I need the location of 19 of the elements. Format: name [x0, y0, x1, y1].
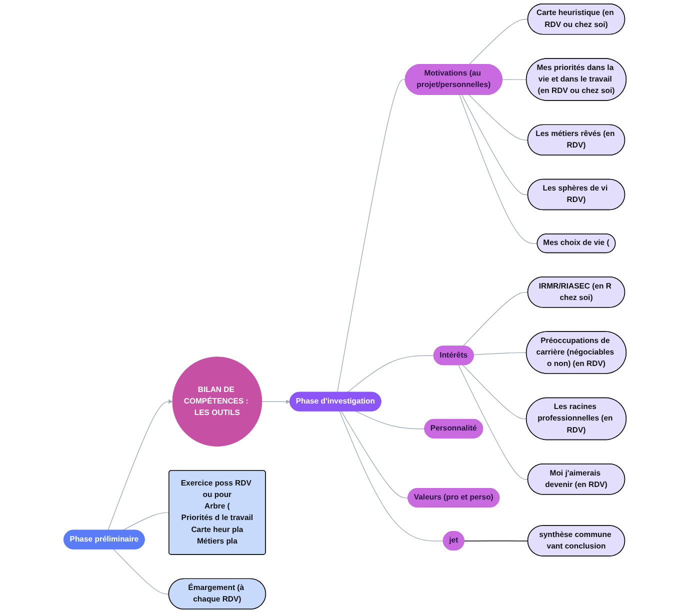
arrow — [262, 400, 290, 404]
connector — [468, 18, 528, 65]
connector — [462, 292, 528, 347]
connector — [462, 94, 528, 196]
connector — [458, 364, 528, 480]
connector — [464, 540, 528, 542]
connector — [336, 79, 406, 393]
connector — [355, 410, 426, 430]
connector — [468, 94, 528, 140]
connector — [339, 410, 444, 542]
connector — [113, 548, 170, 595]
connector — [459, 94, 538, 244]
connector — [347, 355, 434, 393]
connector — [473, 352, 527, 356]
connector — [462, 364, 527, 420]
connector — [122, 512, 170, 531]
connector — [340, 410, 409, 498]
connector — [502, 79, 527, 80]
arrow — [108, 399, 173, 531]
